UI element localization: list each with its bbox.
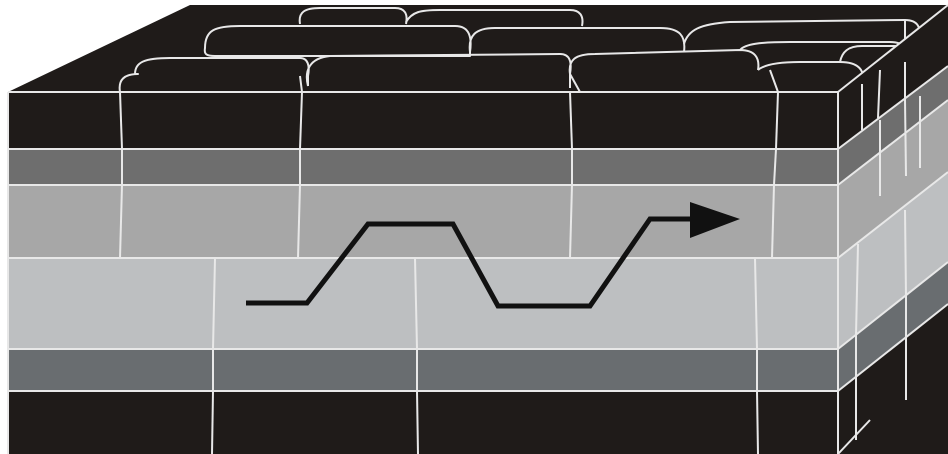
layer-top-black: [8, 92, 838, 149]
layer-light-gray: [8, 258, 838, 349]
front-face: [8, 92, 838, 454]
top-face: [8, 5, 948, 92]
layer-dark-gray: [8, 149, 838, 185]
layer-bottom-black: [8, 391, 838, 454]
layer-slate: [8, 349, 838, 391]
top-face-fill: [8, 5, 948, 92]
